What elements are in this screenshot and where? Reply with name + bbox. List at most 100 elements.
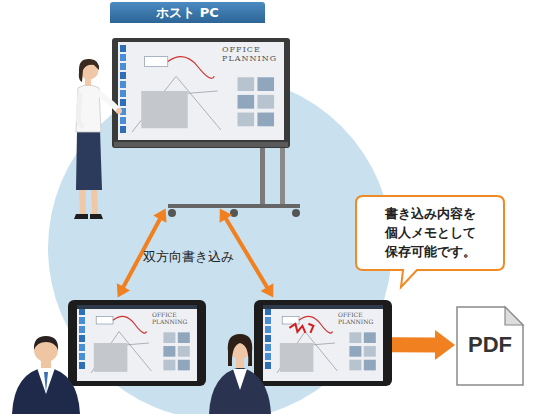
screen-title: OFFICE PLANNING: [222, 45, 276, 63]
caster: [292, 209, 300, 217]
tool-icon: [79, 353, 85, 360]
tablet: OFFICE PLANNING: [68, 300, 206, 386]
tablet-frame: [68, 300, 206, 386]
room-photo: [141, 91, 187, 128]
thumbnail: [238, 95, 255, 109]
tool-icon: [265, 344, 271, 351]
room-photo: [94, 343, 128, 372]
thumbnail: [163, 346, 175, 357]
title-bar: [263, 305, 383, 309]
thumbnail: [349, 346, 361, 357]
tool-icon: [120, 45, 126, 52]
stand-pole: [260, 146, 265, 208]
hair: [79, 59, 99, 82]
tool-icon: [79, 308, 85, 315]
tool-icon: [265, 326, 271, 333]
leg: [79, 188, 86, 214]
diagram-label: 双方向書き込み: [143, 248, 234, 266]
shoe: [90, 214, 103, 219]
screen-title: OFFICE PLANNING: [338, 311, 380, 325]
tool-icon: [120, 90, 126, 97]
suit: [12, 367, 80, 414]
tool-icon: [120, 126, 126, 133]
title-bar: [77, 305, 197, 309]
screen: [263, 305, 383, 381]
screen: [77, 305, 197, 381]
arm: [97, 92, 118, 110]
red-annotation: [113, 316, 147, 333]
sketch-line: [91, 332, 151, 373]
tool-icon: [120, 63, 126, 70]
sticky-tag: [282, 316, 299, 324]
double-arrow: [117, 209, 167, 298]
tool-icon: [79, 362, 85, 369]
neck: [85, 78, 91, 86]
suit: [209, 367, 271, 414]
neck: [41, 358, 51, 368]
room-photo: [280, 343, 314, 372]
block-arrow: [392, 330, 455, 360]
head: [34, 338, 58, 362]
hand: [116, 108, 122, 114]
stand-base: [168, 204, 300, 208]
host-display: ホスト PCOFFICE PLANNING: [110, 36, 300, 206]
skirt: [76, 130, 102, 190]
head: [229, 337, 251, 359]
thumbnail: [178, 346, 190, 357]
callout-text: 書き込み内容を 個人メモとして 保存可能です。: [380, 204, 480, 261]
pdf-document: PDF: [455, 305, 525, 387]
node-outline: [254, 300, 392, 386]
double-arrow: [220, 209, 274, 298]
callout-bubble: [356, 196, 504, 287]
tool-icon: [265, 353, 271, 360]
caster: [168, 209, 176, 217]
display-screen: [118, 42, 284, 140]
thumbnail: [178, 332, 190, 343]
node-outline: [68, 300, 206, 386]
thumbnail: [349, 360, 361, 371]
tool-icon: [265, 335, 271, 342]
thumbnail: [364, 360, 376, 371]
thumbnail: [364, 332, 376, 343]
sketch-line: [132, 76, 221, 132]
tablet-frame: [254, 300, 392, 386]
leg: [91, 188, 98, 214]
tool-icon: [79, 344, 85, 351]
thumbnail: [178, 360, 190, 371]
screen: [118, 42, 284, 140]
tool-icon: [79, 326, 85, 333]
thumbnail: [163, 332, 175, 343]
hair: [34, 336, 58, 350]
sticky-tag: [145, 57, 168, 67]
shoe: [74, 214, 88, 219]
thumbnail: [349, 332, 361, 343]
hair: [228, 334, 253, 366]
folded-corner: [505, 307, 523, 325]
caster: [230, 209, 238, 217]
red-annotation: [168, 57, 214, 79]
tool-icon: [120, 54, 126, 61]
thumbnail: [257, 95, 274, 109]
tool-icon: [120, 117, 126, 124]
arm: [78, 95, 82, 126]
sketch-line: [277, 332, 337, 373]
thumbnail: [257, 77, 274, 91]
tool-icon: [120, 81, 126, 88]
thumbnail: [238, 113, 255, 127]
presenter-figure: [74, 59, 122, 219]
tool-icon: [79, 317, 85, 324]
shirt: [37, 368, 55, 394]
stand-pole: [280, 146, 285, 208]
thumbnail: [238, 77, 255, 91]
tool-icon: [79, 335, 85, 342]
tool-icon: [265, 362, 271, 369]
man-figure: [12, 336, 80, 414]
blouse: [76, 85, 101, 132]
tool-icon: [120, 72, 126, 79]
head: [80, 61, 99, 80]
blouse: [233, 369, 247, 390]
screen-title: OFFICE PLANNING: [152, 311, 194, 325]
thumbnail: [163, 360, 175, 371]
tool-icon: [120, 99, 126, 106]
